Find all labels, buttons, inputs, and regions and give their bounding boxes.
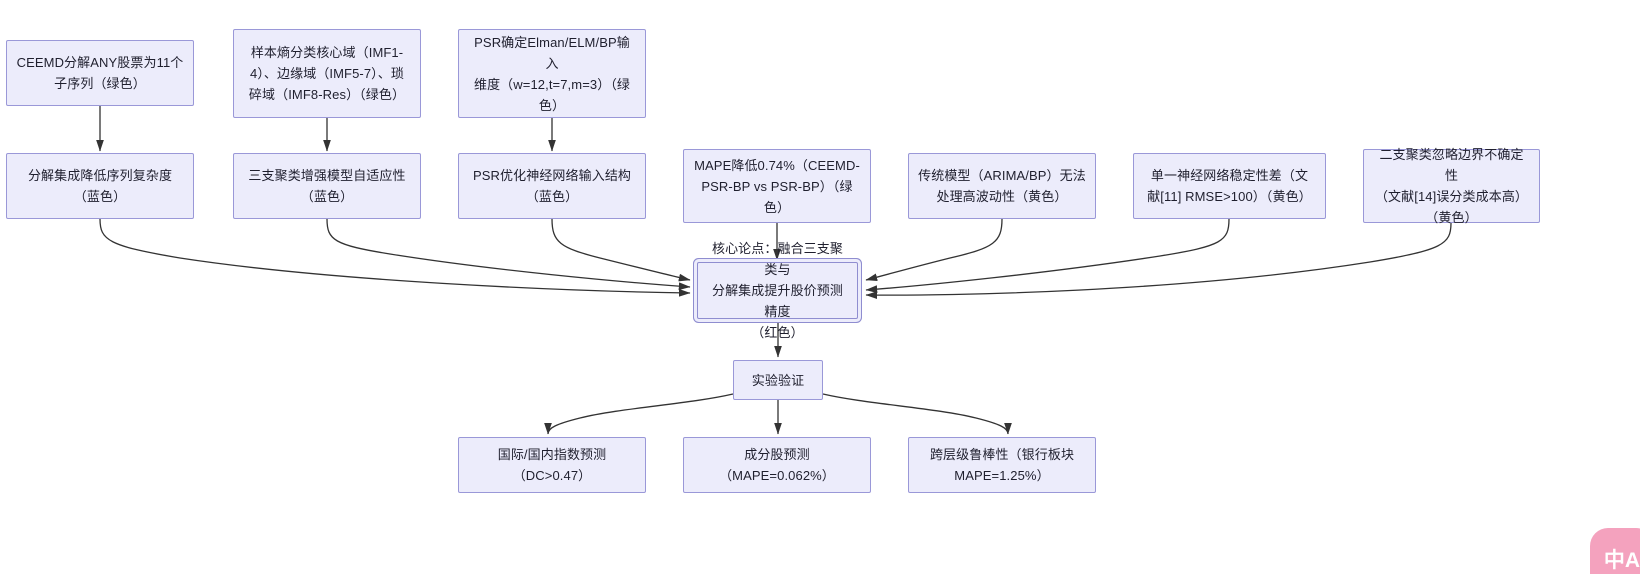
- edge-n5-n11: [326, 218, 691, 291]
- node-label: 单一神经网络稳定性差（文 献[11] RMSE>100）（黄色）: [1147, 168, 1312, 204]
- node-label: 国际/国内指数预测 （DC>0.47）: [497, 447, 607, 483]
- node-psr-input-dimension[interactable]: PSR确定Elman/ELM/BP输入 维度（w=12,t=7,m=3）（绿 色…: [458, 29, 646, 118]
- node-traditional-models-limitation[interactable]: 传统模型（ARIMA/BP）无法 处理高波动性（黄色）: [908, 153, 1096, 219]
- edge-n8-n11: [865, 218, 1003, 282]
- node-label: 实验验证: [751, 372, 805, 388]
- watermark-badge: 中A: [1590, 528, 1640, 574]
- edge-n12-n15: [822, 393, 1012, 435]
- node-label: CEEMD分解ANY股票为11个 子序列（绿色）: [16, 55, 184, 91]
- node-psr-optimizes-network-structure[interactable]: PSR优化神经网络输入结构 （蓝色）: [458, 153, 646, 219]
- node-mape-reduction[interactable]: MAPE降低0.74%（CEEMD- PSR-BP vs PSR-BP）（绿 色…: [683, 149, 871, 223]
- node-label: 核心论点：融合三支聚类与 分解集成提升股价预测精度 （红色）: [711, 241, 843, 340]
- node-core-thesis[interactable]: 核心论点：融合三支聚类与 分解集成提升股价预测精度 （红色）: [697, 241, 858, 340]
- edge-n12-n13: [544, 393, 734, 435]
- node-label: PSR优化神经网络输入结构 （蓝色）: [472, 168, 632, 204]
- node-label: 二支聚类忽略边界不确定性 （文献[14]误分类成本高） （黄色）: [1374, 147, 1529, 225]
- node-label: 传统模型（ARIMA/BP）无法 处理高波动性（黄色）: [918, 168, 1086, 204]
- edge-n6-n11: [551, 218, 691, 282]
- node-sample-entropy-classification[interactable]: 样本熵分类核心域（IMF1- 4）、边缘域（IMF5-7）、琐 碎域（IMF8-…: [233, 29, 421, 118]
- node-ceemd-decomposition[interactable]: CEEMD分解ANY股票为11个 子序列（绿色）: [6, 40, 194, 106]
- edge-n10-n11: [865, 222, 1452, 300]
- edge-n4-n11: [99, 218, 691, 297]
- node-single-network-instability[interactable]: 单一神经网络稳定性差（文 献[11] RMSE>100）（黄色）: [1133, 153, 1326, 219]
- node-label: 成分股预测 （MAPE=0.062%）: [719, 447, 835, 483]
- node-three-way-clustering-adaptivity[interactable]: 三支聚类增强模型自适应性 （蓝色）: [233, 153, 421, 219]
- watermark-label: 中A: [1603, 548, 1640, 572]
- node-constituent-stock-forecast[interactable]: 成分股预测 （MAPE=0.062%）: [683, 437, 871, 493]
- node-label: PSR确定Elman/ELM/BP输入 维度（w=12,t=7,m=3）（绿 色…: [473, 34, 631, 113]
- node-label: 三支聚类增强模型自适应性 （蓝色）: [248, 168, 406, 204]
- node-cross-level-robustness[interactable]: 跨层级鲁棒性（银行板块 MAPE=1.25%）: [908, 437, 1096, 493]
- node-label: 样本熵分类核心域（IMF1- 4）、边缘域（IMF5-7）、琐 碎域（IMF8-…: [248, 45, 406, 102]
- edge-n9-n11: [865, 218, 1230, 294]
- node-index-forecast[interactable]: 国际/国内指数预测 （DC>0.47）: [458, 437, 646, 493]
- node-experimental-validation[interactable]: 实验验证: [733, 360, 823, 400]
- node-label: 分解集成降低序列复杂度 （蓝色）: [27, 168, 173, 204]
- node-two-way-clustering-boundary[interactable]: 二支聚类忽略边界不确定性 （文献[14]误分类成本高） （黄色）: [1363, 147, 1540, 225]
- node-decomposition-reduces-complexity[interactable]: 分解集成降低序列复杂度 （蓝色）: [6, 153, 194, 219]
- node-label: MAPE降低0.74%（CEEMD- PSR-BP vs PSR-BP）（绿 色…: [694, 157, 860, 215]
- node-label: 跨层级鲁棒性（银行板块 MAPE=1.25%）: [929, 447, 1075, 483]
